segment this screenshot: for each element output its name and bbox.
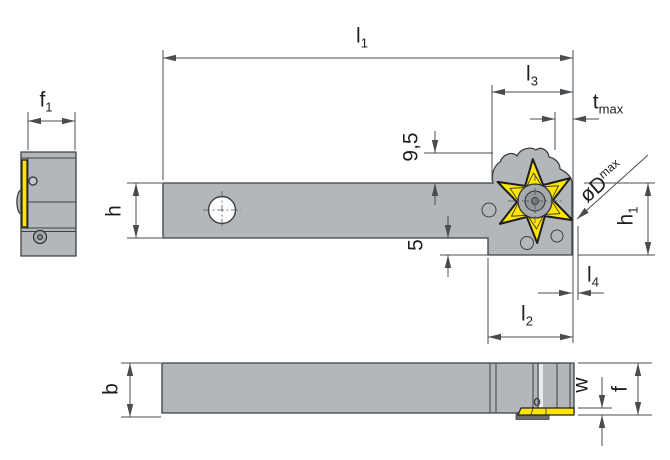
- bottom-view-shank: [161, 362, 575, 414]
- side-view-pin: [28, 176, 38, 186]
- label-f1: f1: [39, 88, 53, 115]
- main-view: [162, 147, 574, 256]
- side-view-body: [20, 151, 77, 257]
- label-5: 5: [404, 239, 428, 251]
- label-b: b: [99, 383, 123, 395]
- label-l2: l2: [521, 302, 533, 329]
- label-h: h: [102, 205, 126, 217]
- side-view-insert-edge: [21, 159, 28, 228]
- label-w: w: [569, 377, 593, 393]
- label-9-5: 9,5: [399, 132, 423, 162]
- label-t-max: tmax: [592, 90, 624, 117]
- main-view-shank: [162, 147, 573, 256]
- label-h1: h1: [614, 206, 641, 226]
- dimensions: [27, 50, 655, 446]
- side-view-clamp-lobe: [16, 189, 22, 215]
- bottom-view-pin: [533, 397, 541, 407]
- label-l3: l3: [526, 62, 538, 89]
- label-f: f: [608, 386, 632, 392]
- side-view: [16, 151, 77, 257]
- label-l4: l4: [587, 263, 599, 290]
- label-l1: l1: [356, 24, 368, 51]
- bottom-view: [161, 362, 575, 420]
